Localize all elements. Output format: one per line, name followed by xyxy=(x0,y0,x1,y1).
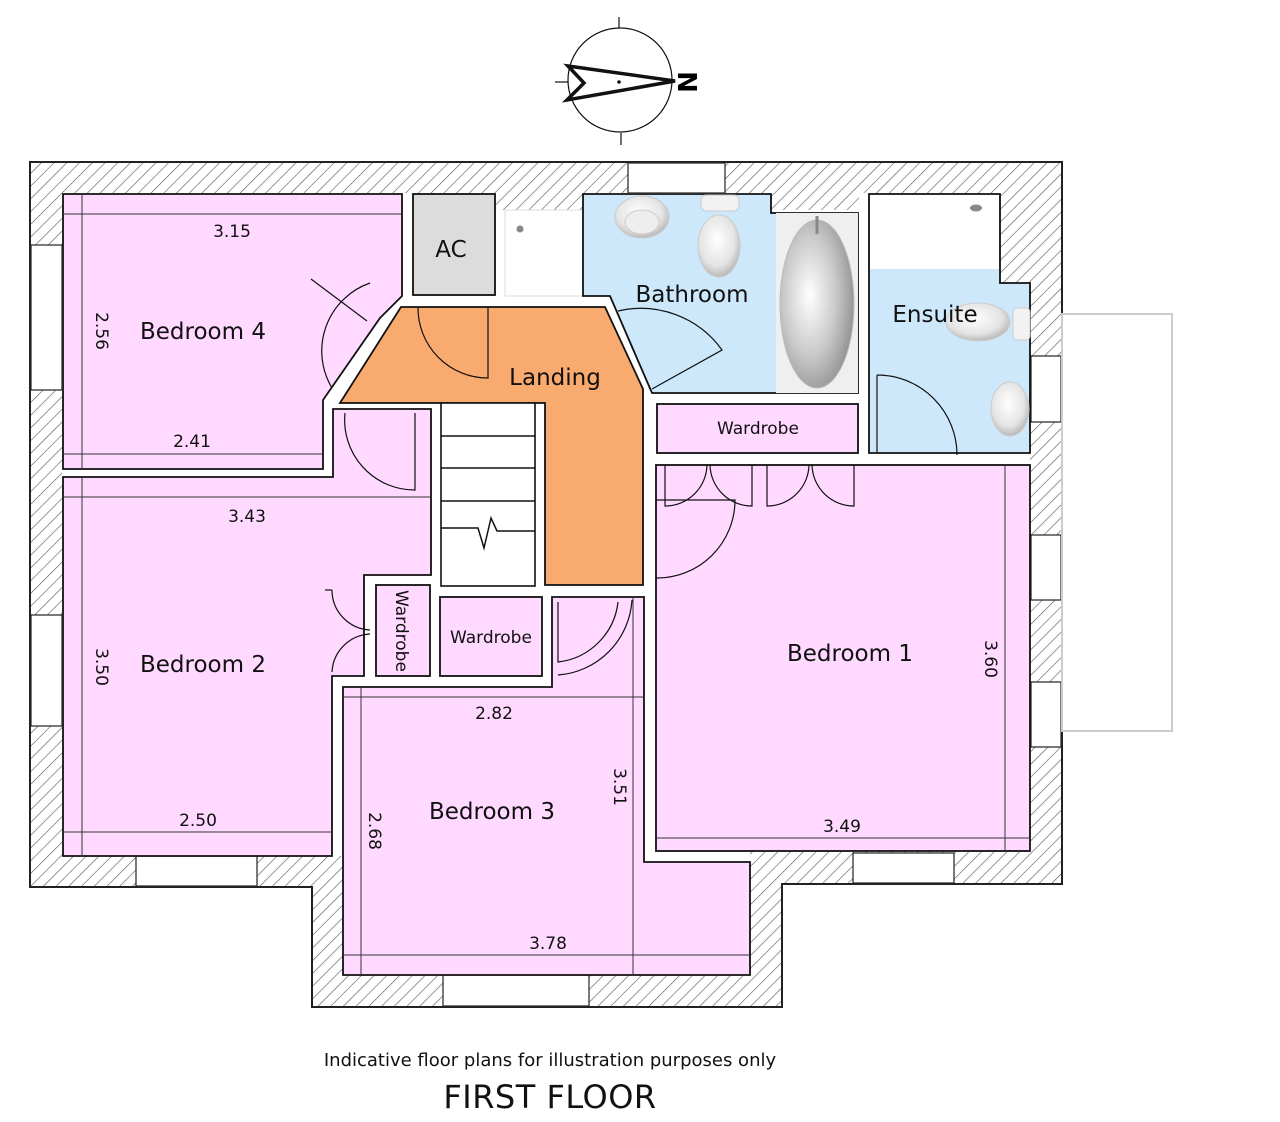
dimension-label: 2.82 xyxy=(475,704,513,724)
balcony-outline xyxy=(1061,313,1173,732)
disclaimer-text: Indicative floor plans for illustration … xyxy=(323,1050,777,1071)
dimension-label: 3.50 xyxy=(91,648,111,686)
window xyxy=(1030,681,1062,748)
compass-north-label: N xyxy=(671,71,701,93)
room-landing xyxy=(338,306,644,586)
room-label-bedroom-4: Bedroom 4 xyxy=(140,319,266,345)
shower-drain-icon xyxy=(516,225,524,233)
staircase xyxy=(440,402,536,587)
window xyxy=(442,974,590,1007)
room-label-ensuite: Ensuite xyxy=(892,302,977,328)
room-label-wardrobe: Wardrobe xyxy=(391,590,411,672)
north-arrow-icon xyxy=(561,63,676,103)
window xyxy=(1030,355,1062,423)
dimension-label: 3.15 xyxy=(213,222,251,242)
window xyxy=(627,162,726,194)
dimension-label: 3.60 xyxy=(980,640,1000,678)
room-label-landing: Landing xyxy=(509,365,601,391)
bathtub-icon xyxy=(779,219,855,389)
dimension-label: 2.50 xyxy=(179,811,217,831)
dimension-label: 3.51 xyxy=(609,768,629,806)
toilet-icon xyxy=(697,214,741,278)
room-bedroom-2 xyxy=(62,408,432,857)
dimension-lines xyxy=(63,194,1030,975)
shower-tray xyxy=(504,209,584,297)
window xyxy=(135,855,258,887)
toilet-icon xyxy=(945,302,1011,342)
dimension-label: 2.56 xyxy=(91,312,111,350)
wardrobe-bedroom-3 xyxy=(439,596,543,677)
room-ensuite xyxy=(868,193,1031,456)
window xyxy=(30,244,63,391)
room-label-bedroom-1: Bedroom 1 xyxy=(787,641,913,667)
room-ac xyxy=(412,193,496,296)
window xyxy=(30,614,63,727)
room-label-wardrobe: Wardrobe xyxy=(717,419,799,439)
toilet-cistern-icon xyxy=(700,194,740,212)
shower-drain-icon xyxy=(970,204,982,212)
dimension-label: 2.68 xyxy=(364,812,384,850)
room-label-ac: AC xyxy=(435,237,466,263)
window xyxy=(1030,534,1062,601)
wardrobe-bedroom-1 xyxy=(656,403,859,454)
compass: N xyxy=(555,17,701,145)
stair-break-icon xyxy=(441,515,535,551)
room-bathroom xyxy=(582,193,859,394)
wardrobe-bedroom-2 xyxy=(375,584,431,677)
dimension-label: 3.49 xyxy=(823,817,861,837)
room-bedroom-3 xyxy=(342,596,751,976)
floor-title: FIRST FLOOR xyxy=(443,1078,657,1116)
room-label-bedroom-3: Bedroom 3 xyxy=(429,799,555,825)
dimension-label: 2.41 xyxy=(173,432,211,452)
room-label-bedroom-2: Bedroom 2 xyxy=(140,652,266,678)
room-bedroom-1 xyxy=(655,464,1031,852)
basin-icon xyxy=(990,381,1030,437)
room-bedroom-4 xyxy=(62,193,403,470)
window xyxy=(852,852,955,884)
dimension-label: 3.43 xyxy=(228,507,266,527)
room-label-wardrobe: Wardrobe xyxy=(450,628,532,648)
room-label-bathroom: Bathroom xyxy=(636,282,749,308)
dimension-label: 3.78 xyxy=(529,934,567,954)
